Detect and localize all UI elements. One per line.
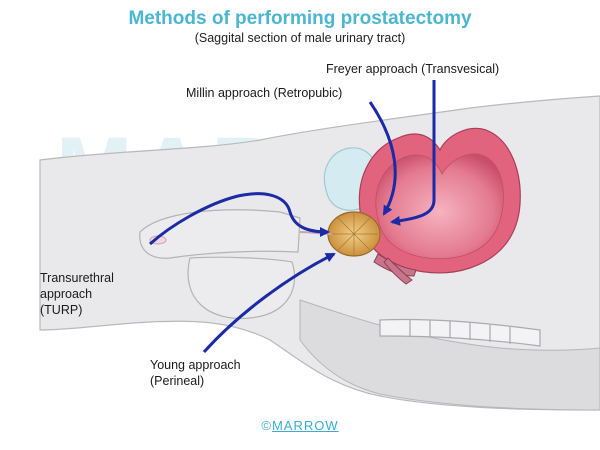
arrow-millin (368, 101, 397, 216)
label-young-line2: (Perineal) (150, 374, 205, 388)
rectum (379, 318, 541, 347)
copyright-symbol: © (261, 418, 272, 433)
prostate-texture (330, 212, 378, 256)
scrotum (187, 256, 296, 320)
label-turp-approach: Transurethral approach (TURP) (40, 270, 114, 318)
arrow-young (202, 252, 336, 354)
arrow-freyer (390, 80, 436, 226)
arrow-turp (148, 192, 330, 246)
label-freyer-approach: Freyer approach (Transvesical) (326, 62, 500, 76)
bladder-lumen (375, 153, 504, 260)
label-young-approach: Young approach (Perineal) (150, 357, 241, 389)
label-turp-line3: (TURP) (40, 303, 83, 317)
copyright-footer: ©MARROW (0, 418, 600, 433)
diagram-subtitle: (Saggital section of male urinary tract) (194, 31, 406, 45)
diagram-title: Methods of performing prostatectomy (128, 8, 472, 29)
label-young-line1: Young approach (150, 358, 241, 372)
label-millin-approach: Millin approach (Retropubic) (186, 86, 343, 100)
label-turp-line2: approach (40, 287, 93, 301)
label-turp-line1: Transurethral (40, 271, 114, 285)
seminal-vesicles (373, 253, 417, 285)
brand-name: MARROW (271, 418, 339, 433)
